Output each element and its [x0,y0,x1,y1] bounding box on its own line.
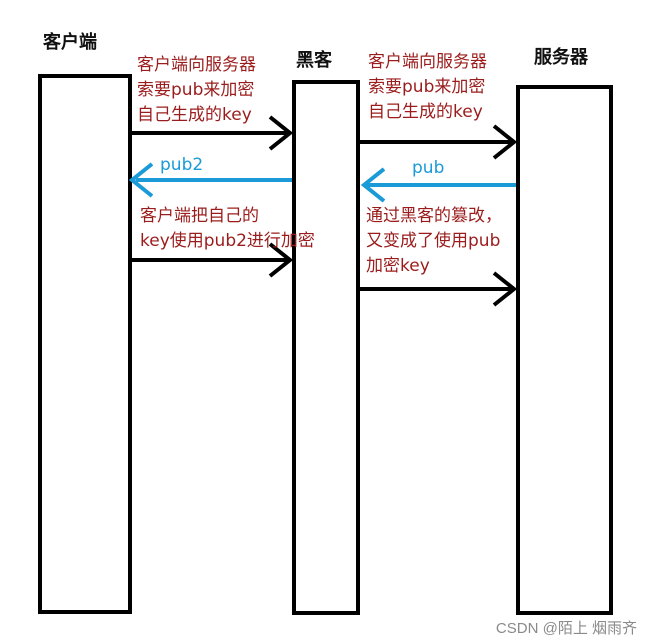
hacker-tamper-line-3: 加密key [366,256,430,276]
client-request-line-2: 索要pub来加密 [137,80,255,100]
hacker-heading: 黑客 [296,50,332,71]
pub2-label: pub2 [160,155,204,175]
watermark: CSDN @陌上 烟雨齐 [495,620,637,637]
client-lifeline [38,74,132,614]
hacker-request-line-3: 自己生成的key [368,102,483,122]
hacker-request-note: 客户端向服务器 索要pub来加密 自己生成的key [368,50,487,125]
hacker-request-line-2: 索要pub来加密 [368,77,486,97]
hacker-tamper-line-2: 又变成了使用pub [366,231,501,251]
server-lifeline [516,85,613,615]
arrow-hacker-to-client-pub2 [128,162,292,198]
client-heading: 客户端 [43,32,97,53]
arrow-client-to-hacker-encrypted-key [132,242,294,278]
pub-label: pub [412,158,445,178]
hacker-lifeline [292,80,360,615]
hacker-request-line-1: 客户端向服务器 [368,52,487,72]
client-request-line-1: 客户端向服务器 [137,55,256,75]
hacker-tamper-note: 通过黑客的篡改， 又变成了使用pub 加密key [366,204,502,279]
server-heading: 服务器 [534,47,588,68]
hacker-tamper-line-1: 通过黑客的篡改， [366,206,502,226]
arrow-hacker-to-server-request [360,124,518,160]
client-request-line-3: 自己生成的key [137,105,252,125]
arrow-server-to-hacker-pub [360,167,516,203]
client-request-note: 客户端向服务器 索要pub来加密 自己生成的key [137,53,256,128]
client-encrypt-note: 客户端把自己的 key使用pub2进行加密 [140,204,315,254]
client-encrypt-line-2: key使用pub2进行加密 [140,231,315,251]
arrow-client-to-hacker-request [132,115,294,151]
client-encrypt-line-1: 客户端把自己的 [140,206,259,226]
arrow-hacker-to-server-encrypted-key [360,271,518,307]
